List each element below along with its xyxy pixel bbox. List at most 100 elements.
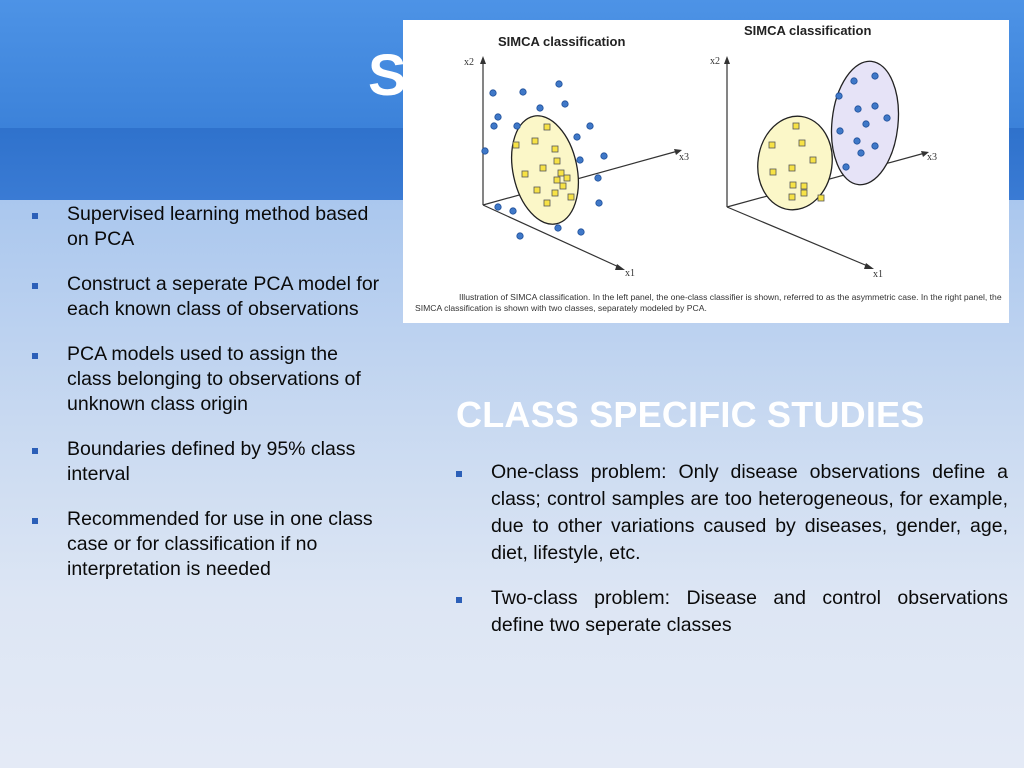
data-point — [553, 176, 561, 184]
bullet-text: Supervised learning method based on PCA — [67, 203, 369, 250]
arrow-icon — [864, 263, 874, 269]
class-points-yellow — [768, 122, 825, 202]
data-point — [842, 163, 850, 171]
data-point — [862, 120, 870, 128]
class-points-blue — [835, 72, 891, 171]
data-point — [573, 133, 581, 141]
axis-x1-line — [482, 204, 622, 269]
data-point — [871, 142, 879, 150]
data-point — [817, 194, 825, 202]
data-point — [543, 199, 551, 207]
arrow-icon — [724, 56, 730, 64]
data-point — [788, 164, 796, 172]
left-panel: SIMCA classification x2 x3 x1 — [464, 34, 689, 279]
data-point — [788, 193, 796, 201]
arrow-icon — [615, 264, 625, 270]
bullet-square-icon — [32, 518, 38, 524]
axis-x2-label: x2 — [464, 57, 474, 68]
data-point — [836, 127, 844, 135]
arrow-icon — [674, 149, 682, 155]
data-point — [577, 228, 585, 236]
data-point — [595, 199, 603, 207]
data-point — [769, 168, 777, 176]
data-point — [533, 186, 541, 194]
axis-x1-line — [726, 206, 871, 268]
data-point — [551, 189, 559, 197]
right-panel: SIMCA classification x2 x3 x1 — [710, 23, 937, 280]
figure-caption: Illustration of SIMCA classification. In… — [415, 292, 1002, 313]
axis-x2-label: x2 — [710, 56, 720, 67]
bullet-square-icon — [32, 213, 38, 219]
data-point — [557, 169, 565, 177]
data-point — [516, 232, 524, 240]
arrow-icon — [921, 151, 929, 157]
axis-x3-label: x3 — [679, 152, 689, 163]
bullet-text: PCA models used to assign the class belo… — [67, 343, 361, 415]
data-point — [798, 139, 806, 147]
bullet-square-icon — [32, 283, 38, 289]
bullet-item: Construct a seperate PCA model for each … — [32, 272, 382, 322]
simca-diagram: SIMCA classification x2 x3 x1 — [464, 23, 937, 280]
left-bullet-list: Supervised learning method based on PCA … — [32, 202, 382, 602]
data-point — [594, 174, 602, 182]
data-point — [519, 88, 527, 96]
data-point — [600, 152, 608, 160]
data-point — [512, 141, 520, 149]
data-point — [509, 207, 517, 215]
data-point — [536, 104, 544, 112]
data-point — [871, 102, 879, 110]
bullet-item: PCA models used to assign the class belo… — [32, 342, 382, 417]
data-point — [494, 203, 502, 211]
data-point — [559, 182, 567, 190]
data-point — [490, 122, 498, 130]
data-point — [883, 114, 891, 122]
data-point — [553, 157, 561, 165]
data-point — [563, 174, 571, 182]
data-point — [576, 156, 584, 164]
data-point — [800, 189, 808, 197]
bullet-item: One-class problem: Only disease observat… — [456, 459, 1008, 567]
data-point — [561, 100, 569, 108]
data-point — [835, 92, 843, 100]
right-bullet-list: One-class problem: Only disease observat… — [456, 459, 1008, 657]
axis-x3-line — [482, 150, 679, 206]
bullet-text: Boundaries defined by 95% class interval — [67, 438, 356, 485]
simca-figure: SIMCA classification x2 x3 x1 — [403, 20, 1009, 323]
bullet-text: Two-class problem: Disease and control o… — [491, 587, 1008, 636]
bullet-text: Construct a seperate PCA model for each … — [67, 273, 380, 320]
class-ellipse-yellow — [757, 115, 833, 211]
data-point — [800, 182, 808, 190]
left-panel-title: SIMCA classification — [498, 34, 625, 49]
data-point — [551, 145, 559, 153]
section-subheading: CLASS SPECIFIC STUDIES — [456, 394, 925, 435]
data-point — [531, 137, 539, 145]
data-point — [850, 77, 858, 85]
right-panel-title: SIMCA classification — [744, 23, 871, 38]
bullet-item: Boundaries defined by 95% class interval — [32, 437, 382, 487]
bullet-text: One-class problem: Only disease observat… — [491, 461, 1008, 564]
data-point — [567, 193, 575, 201]
axis-x1-label: x1 — [625, 268, 635, 279]
data-point — [789, 181, 797, 189]
data-point — [586, 122, 594, 130]
data-point — [853, 137, 861, 145]
data-point — [513, 122, 521, 130]
slide-title: S — [368, 43, 407, 108]
bullet-item: Supervised learning method based on PCA — [32, 202, 382, 252]
bullet-square-icon — [456, 471, 462, 477]
data-point — [543, 123, 551, 131]
bullet-item: Recommended for use in one class case or… — [32, 507, 382, 582]
data-point — [768, 141, 776, 149]
data-point — [539, 164, 547, 172]
arrow-icon — [480, 56, 486, 64]
bullet-square-icon — [456, 597, 462, 603]
bullet-square-icon — [32, 448, 38, 454]
data-point — [554, 224, 562, 232]
data-point — [854, 105, 862, 113]
data-point — [489, 89, 497, 97]
data-point — [871, 72, 879, 80]
data-point — [481, 147, 489, 155]
data-point — [555, 80, 563, 88]
data-point — [809, 156, 817, 164]
class-points-blue — [481, 80, 608, 240]
